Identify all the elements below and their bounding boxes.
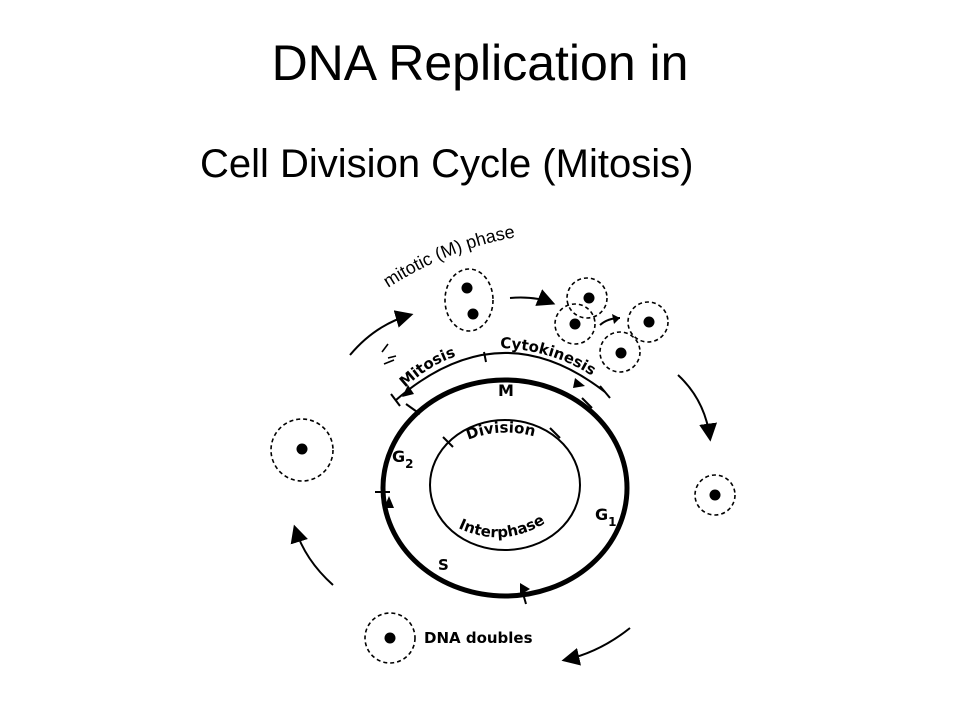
- mitosis-arrowhead: [402, 385, 414, 397]
- outer-arrow-bottom: [561, 627, 631, 666]
- ring-tick-m-start: [405, 403, 421, 415]
- cell-daughter-4: [599, 331, 641, 373]
- cell-daughter-1: [566, 277, 608, 319]
- m-arc-end-tick: [599, 385, 611, 399]
- scribble-marks: [381, 343, 397, 365]
- cytokinesis-arrowhead: [573, 378, 585, 388]
- outer-arrow-right: [677, 374, 718, 442]
- cell-daughter-3: [627, 301, 669, 343]
- s-label: S: [438, 556, 449, 574]
- mitosis-label: Mitosis: [396, 343, 458, 391]
- inner-tick-left: [442, 436, 454, 448]
- cell-g1-right: [694, 474, 736, 516]
- outer-arrow-top: [509, 289, 556, 306]
- cell-daughter-2: [554, 303, 596, 345]
- mitotic-phase-label: mitotic (M) phase: [380, 221, 517, 291]
- g2-label: G2: [392, 447, 414, 471]
- cytokinesis-label: Cytokinesis: [500, 334, 600, 379]
- cell-binucleate: [444, 268, 494, 332]
- m-arc-start-tick: [390, 393, 401, 407]
- ring-arrowhead-left: [384, 496, 394, 508]
- inner-cycle-ring: [429, 419, 581, 551]
- cell-g2-left: [270, 418, 334, 482]
- outer-cycle-ring: [380, 377, 630, 599]
- split-arrowhead: [612, 314, 620, 324]
- inner-tick-right: [549, 427, 561, 439]
- m-phase-arc: [395, 352, 606, 401]
- interphase-label: Interphase: [456, 511, 547, 542]
- outer-arrow-top-left: [349, 310, 414, 356]
- m-label: M: [498, 381, 514, 400]
- dna-doubles-label: DNA doubles: [424, 629, 533, 647]
- slide-subtitle: Cell Division Cycle (Mitosis): [200, 142, 694, 186]
- slide-title: DNA Replication in: [271, 35, 689, 91]
- m-arc-mid-tick: [483, 351, 487, 363]
- outer-arrow-left: [290, 524, 334, 586]
- ring-tick-m-end: [581, 397, 593, 409]
- cell-dna-doubles: [364, 612, 416, 664]
- g1-label: G1: [595, 505, 617, 529]
- ring-arrowhead-bottom: [520, 583, 530, 595]
